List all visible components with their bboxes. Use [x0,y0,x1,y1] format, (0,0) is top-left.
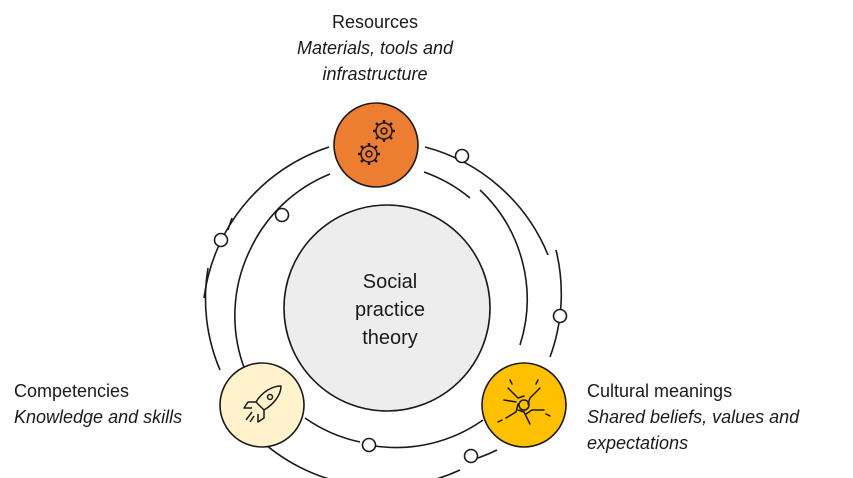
competencies-label: Competencies Knowledge and skills [14,378,224,430]
competencies-subtitle-line: Knowledge and skills [14,407,183,427]
gears-icon [358,120,395,165]
resources-node-circle [333,102,419,188]
cultural-subtitle-line: expectations [587,433,689,453]
center-label-line: practice [354,299,426,321]
resources-subtitle-line: infrastructure [322,64,428,84]
center-label-line: Social [362,271,418,293]
ring-dot [552,308,568,324]
ring-dot [454,148,470,164]
joined-hands-icon [497,379,551,425]
cultural-node-circle [481,362,567,448]
inner-ring [234,171,528,449]
competencies-title: Competencies [14,381,130,401]
competencies-node-circle [219,362,305,448]
resources-node [333,102,419,188]
center-circle [283,204,491,412]
ring-dot [274,207,290,223]
outer-ring [203,146,563,478]
cultural-node [481,362,567,448]
ring-dot [213,232,229,248]
ring-dot [463,448,479,464]
rocket-icon [243,385,282,423]
cultural-title: Cultural meanings [587,381,733,401]
cultural-subtitle-line: Shared beliefs, values and [587,407,800,427]
cultural-label: Cultural meanings Shared beliefs, values… [587,378,837,456]
resources-label: Resources Materials, tools and infrastru… [270,9,480,87]
ring-dot [361,437,377,453]
competencies-node [219,362,305,448]
center-label-line: theory [362,327,418,349]
resources-title: Resources [331,12,419,32]
resources-subtitle-line: Materials, tools and [296,38,454,58]
center-label: Social practice theory [300,268,480,352]
ring-dots [213,148,568,464]
